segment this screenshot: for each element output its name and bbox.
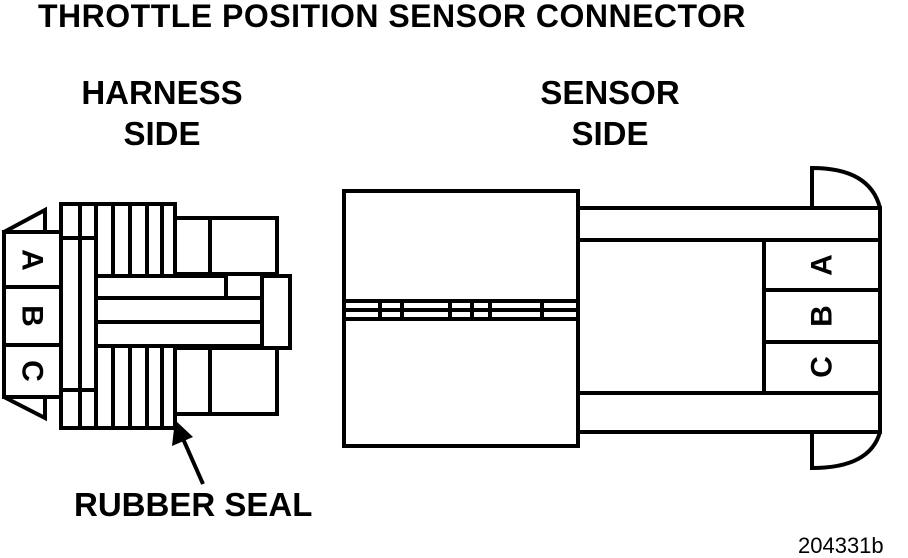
sensor-bottom-lock <box>810 431 882 471</box>
arrow-head <box>172 420 193 446</box>
sensor-side-label: SENSOR SIDE <box>510 72 710 154</box>
harness-pin-b: B <box>16 305 49 327</box>
harness-bottom-latch <box>3 395 47 422</box>
diagram-title: THROTTLE POSITION SENSOR CONNECTOR <box>38 0 746 34</box>
sensor-pin-c: C <box>806 356 839 378</box>
harness-connector: A B C <box>2 202 292 430</box>
harness-pin-a: A <box>16 249 49 271</box>
rubber-seal-arrow <box>172 420 205 485</box>
sensor-label-line2: SIDE <box>571 115 649 152</box>
figure-number: 204331b <box>798 533 884 558</box>
sensor-pin-a: A <box>806 254 839 276</box>
harness-top-latch <box>3 206 47 234</box>
rubber-seal-label: RUBBER SEAL <box>74 486 313 523</box>
harness-terminal-bar <box>94 320 264 348</box>
sensor-label-line1: SENSOR <box>540 74 680 111</box>
harness-pin-c: C <box>16 360 49 382</box>
sensor-pin-cell-c <box>762 340 882 395</box>
harness-front-tab <box>260 274 292 350</box>
sensor-connector: A B C <box>342 165 882 471</box>
harness-side-label: HARNESS SIDE <box>62 72 262 154</box>
harness-terminal-bar <box>94 274 228 300</box>
harness-terminal-bar <box>94 296 264 324</box>
sensor-pin-b: B <box>806 305 839 327</box>
harness-label-line1: HARNESS <box>81 74 243 111</box>
harness-label-line2: SIDE <box>123 115 201 152</box>
sensor-top-lock <box>810 165 882 209</box>
